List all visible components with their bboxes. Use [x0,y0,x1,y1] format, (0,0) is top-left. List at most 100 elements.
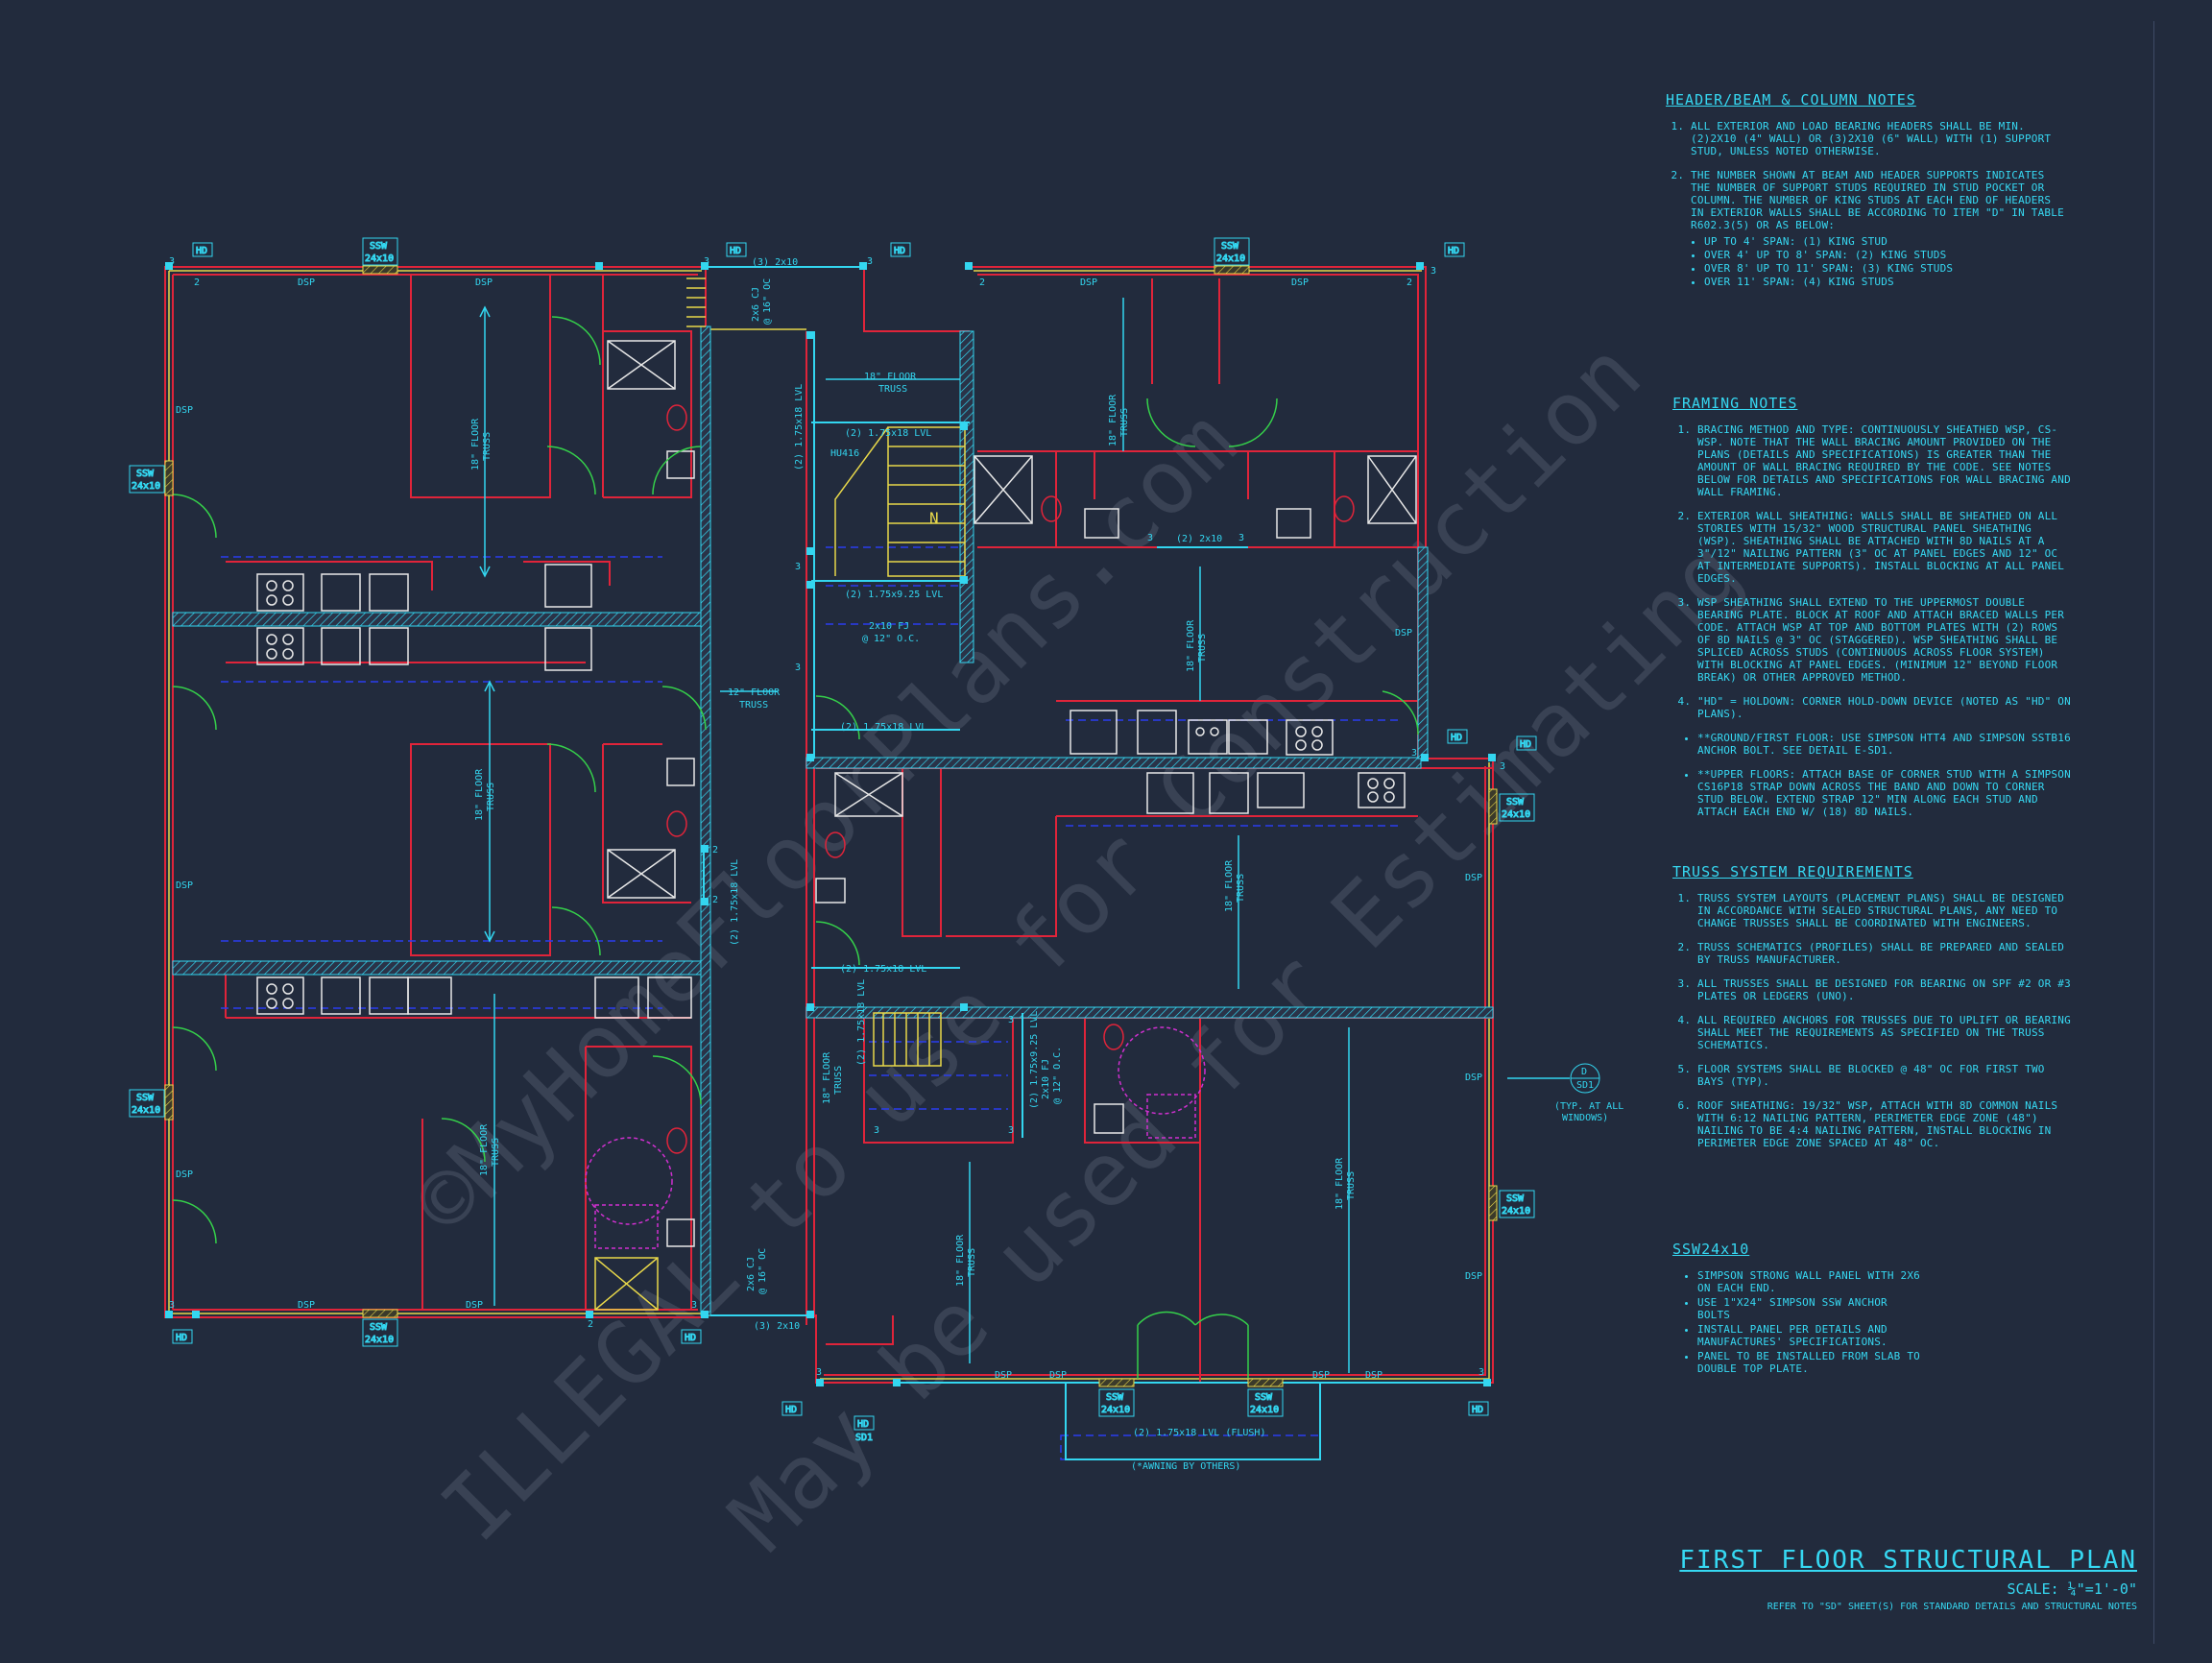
truss-label: 18" FLOOR [1186,619,1196,672]
ssw-notes: SSW24x10 SIMPSON STRONG WALL PANEL WITH … [1672,1241,1922,1377]
svg-text:24x10: 24x10 [132,481,160,492]
hd-callout: HD [1468,1401,1489,1416]
svg-text:SSW: SSW [1255,1392,1273,1403]
truss-label: 18" FLOOR [955,1234,966,1287]
note-bullet: **UPPER FLOORS: ATTACH BASE OF CORNER ST… [1697,768,2076,818]
lvl-label: (2) 1.75x18 LVL [840,964,926,975]
svg-text:DSP: DSP [176,880,193,891]
note-subitem: OVER 4' UP TO 8' SPAN: (2) KING STUDS [1704,249,2069,261]
svg-text:DSP: DSP [1365,1370,1382,1381]
svg-text:2: 2 [712,845,718,856]
svg-text:24x10: 24x10 [1502,809,1530,820]
svg-text:3: 3 [169,1300,175,1311]
note-item: THE NUMBER SHOWN AT BEAM AND HEADER SUPP… [1691,169,2069,288]
svg-text:3: 3 [1431,266,1436,277]
svg-text:SSW: SSW [136,469,155,479]
ssw-notes-title: SSW24x10 [1672,1241,1750,1258]
svg-text:3: 3 [1008,1125,1014,1136]
truss-label: TRUSS [1119,408,1130,437]
svg-text:3: 3 [816,1367,822,1378]
note-item: WSP SHEATHING SHALL EXTEND TO THE UPPERM… [1697,596,2076,684]
note-item: TRUSS SCHEMATICS (PROFILES) SHALL BE PRE… [1697,941,2076,966]
svg-text:SSW: SSW [1506,797,1525,807]
svg-text:(TYP. AT ALL: (TYP. AT ALL [1554,1101,1623,1112]
fj-label: @ 12" O.C. [862,634,920,644]
svg-text:DSP: DSP [995,1370,1012,1381]
svg-text:3: 3 [874,1125,879,1136]
svg-text:2: 2 [194,277,200,288]
note-bullet: INSTALL PANEL PER DETAILS AND MANUFACTUR… [1697,1323,1922,1348]
awning-label: (*AWNING BY OTHERS) [1131,1461,1240,1472]
svg-text:DSP: DSP [1312,1370,1330,1381]
svg-text:3: 3 [1238,533,1244,543]
detail-callout: D SD1 (TYP. AT ALL WINDOWS) [1554,1063,1623,1123]
svg-text:SSW: SSW [370,1322,388,1333]
svg-text:SD1: SD1 [855,1433,873,1443]
svg-text:3: 3 [795,562,801,572]
fj-label: @ 12" O.C. [1052,1047,1063,1104]
svg-text:SD1: SD1 [1576,1080,1594,1091]
svg-text:HD: HD [176,1333,187,1343]
note-bullet: PANEL TO BE INSTALLED FROM SLAB TO DOUBL… [1697,1350,1922,1375]
note-subitem: OVER 8' UP TO 11' SPAN: (3) KING STUDS [1704,262,2069,275]
svg-text:2: 2 [1407,277,1412,288]
svg-text:DSP: DSP [475,277,493,288]
svg-text:D: D [1581,1067,1587,1077]
truss-label: TRUSS [739,700,768,711]
truss-label: TRUSS [878,384,907,395]
ssw-callout: SSW24x10 [1214,237,1250,266]
truss-label: 18" FLOOR [479,1123,490,1176]
svg-text:WINDOWS): WINDOWS) [1562,1113,1608,1123]
tub-fixtures [594,1257,659,1311]
truss-label: 18" FLOOR [1334,1157,1345,1210]
fj-label: 2x10 FJ [869,621,909,632]
header-label: (3) 2x10 [754,1321,800,1332]
lvl-label: (2) 1.75x18 LVL (FLUSH) [1133,1428,1265,1438]
framing-notes: FRAMING NOTES BRACING METHOD AND TYPE: C… [1672,395,2076,820]
svg-text:24x10: 24x10 [1502,1206,1530,1217]
svg-text:DSP: DSP [1465,1271,1482,1282]
header-beam-notes-title: HEADER/BEAM & COLUMN NOTES [1666,91,1916,108]
bearing-walls [172,325,1494,1316]
hanger-label: HU416 [830,448,859,459]
svg-text:SSW: SSW [1106,1392,1124,1403]
svg-text:HD: HD [1520,739,1531,750]
lvl-label: (2) 1.75x18 LVL [856,979,867,1066]
lvl-label: (2) 1.75x18 LVL [794,384,805,470]
svg-text:3: 3 [1479,1367,1484,1378]
truss-label: TRUSS [1197,634,1208,663]
cj-label: @ 16" OC [757,1248,768,1294]
wall-sheathing [168,270,1490,1380]
framing-notes-title: FRAMING NOTES [1672,395,1798,412]
lvl-label: (2) 1.75x9.25 LVL [1029,1011,1040,1109]
note-item: FLOOR SYSTEMS SHALL BE BLOCKED @ 48" OC … [1697,1063,2076,1088]
hd-callout: HD [890,242,911,257]
note-subitem: OVER 11' SPAN: (4) KING STUDS [1704,276,2069,288]
svg-text:DSP: DSP [1049,1370,1067,1381]
ssw-callout: SSW24x10 [362,1318,398,1347]
svg-text:3: 3 [704,256,709,267]
posts [165,262,1496,1386]
hd-callout: HD [1444,242,1465,257]
svg-text:HD: HD [1472,1405,1483,1415]
truss-label: TRUSS [491,1138,501,1167]
sheet-border [2153,21,2154,1644]
truss-label: TRUSS [967,1248,977,1277]
svg-text:DSP: DSP [1465,1073,1482,1083]
svg-text:DSP: DSP [1291,277,1309,288]
svg-text:HD: HD [196,246,207,256]
note-item: TRUSS SYSTEM LAYOUTS (PLACEMENT PLANS) S… [1697,892,2076,929]
hd-callout: HD [681,1329,702,1344]
title-block: FIRST FLOOR STRUCTURAL PLAN SCALE: ¼"=1'… [1679,1546,2137,1612]
sheet-title: FIRST FLOOR STRUCTURAL PLAN [1679,1546,2137,1575]
ssw-callout: SSW 24x10 [1499,793,1535,822]
truss-label: TRUSS [1346,1171,1357,1200]
note-subitem: UP TO 4' SPAN: (1) KING STUD [1704,235,2069,248]
svg-text:HD: HD [730,246,741,256]
note-bullet: USE 1"x24" SIMPSON SSW ANCHOR BOLTS [1697,1296,1922,1321]
accessible-circles [585,1026,1206,1249]
note-bullet: **GROUND/FIRST FLOOR: USE SIMPSON HTT4 A… [1697,732,2076,757]
